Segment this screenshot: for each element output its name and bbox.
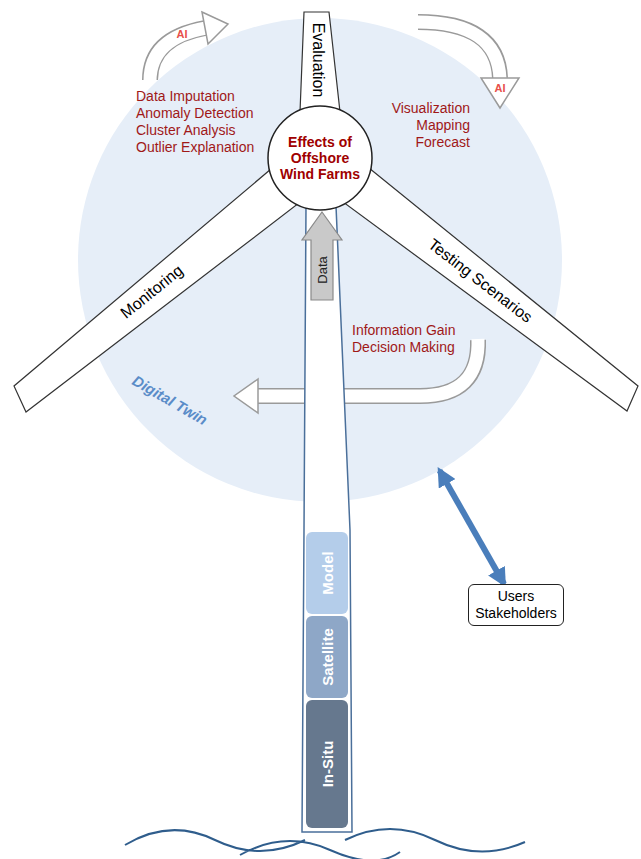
method-label: Anomaly Detection	[136, 105, 254, 122]
node-text: Model	[319, 551, 336, 594]
node-text: Digital Twin	[130, 372, 211, 429]
node-text: Evaluation	[309, 23, 327, 98]
method-label: Outlier Explanation	[136, 139, 254, 156]
node-text: Satellite	[319, 628, 336, 686]
tower	[302, 206, 352, 832]
method-label: Visualization	[392, 100, 470, 117]
sea-waves	[125, 829, 525, 859]
blade	[14, 169, 299, 412]
hub-circle	[268, 106, 372, 210]
data-arrow-label: Data	[315, 256, 330, 283]
source-box: Model	[306, 532, 348, 614]
double-arrow	[440, 470, 505, 584]
source-box: Satellite	[306, 616, 348, 698]
ai-tag: AI	[495, 83, 506, 94]
source-box: In-Situ	[306, 700, 348, 828]
ai-arrow	[417, 22, 519, 108]
node-text: Users Stakeholders	[473, 588, 559, 622]
hub-circle: Effects of Offshore Wind Farms	[268, 106, 372, 210]
method-label: Forecast	[416, 134, 470, 151]
feedback-arrow	[234, 339, 478, 413]
ai-arrow	[150, 12, 228, 81]
stakeholder-box: Users Stakeholders	[468, 584, 564, 626]
node-text: Effects of Offshore Wind Farms	[278, 134, 362, 182]
node-text: Data	[315, 256, 330, 283]
method-label: Information Gain	[352, 322, 456, 339]
method-label: Data Imputation	[136, 88, 235, 105]
method-label: Decision Making	[352, 339, 455, 356]
blade-label: Evaluation	[309, 23, 327, 98]
blade	[343, 168, 638, 411]
ai-tag: AI	[177, 29, 188, 40]
method-label: Mapping	[416, 117, 470, 134]
blade	[300, 12, 340, 112]
method-label: Cluster Analysis	[136, 122, 236, 139]
node-text: In-Situ	[319, 741, 336, 788]
data-arrow	[302, 212, 342, 300]
